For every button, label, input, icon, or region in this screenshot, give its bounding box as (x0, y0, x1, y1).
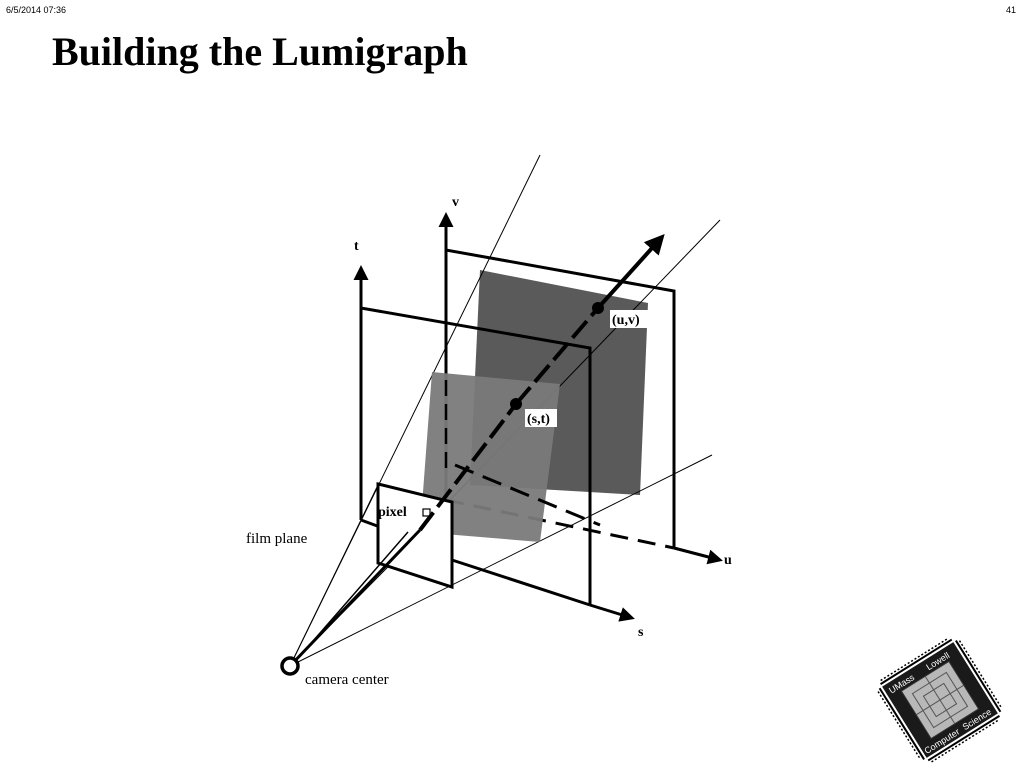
header-date: 6/5/2014 07:36 (6, 5, 67, 15)
axis-label-u: u (724, 553, 732, 568)
pixel-label: pixel (378, 505, 407, 520)
camera-center-point (280, 656, 300, 676)
uv-point (592, 302, 604, 314)
st-label: (s,t) (527, 412, 550, 427)
slide-title: Building the Lumigraph (52, 29, 468, 74)
axis-label-s: s (638, 625, 644, 640)
st-frame (353, 265, 635, 622)
film-plane-label: film plane (246, 531, 308, 547)
pixel-square (422, 508, 431, 517)
secondary-ray (299, 531, 409, 657)
st-point (510, 398, 522, 410)
camera-center-label: camera center (305, 672, 389, 688)
uv-label: (u,v) (612, 313, 640, 328)
axis-label-v: v (452, 195, 459, 210)
header-page-number: 41 (1005, 5, 1016, 15)
axis-label-t: t (354, 239, 359, 254)
